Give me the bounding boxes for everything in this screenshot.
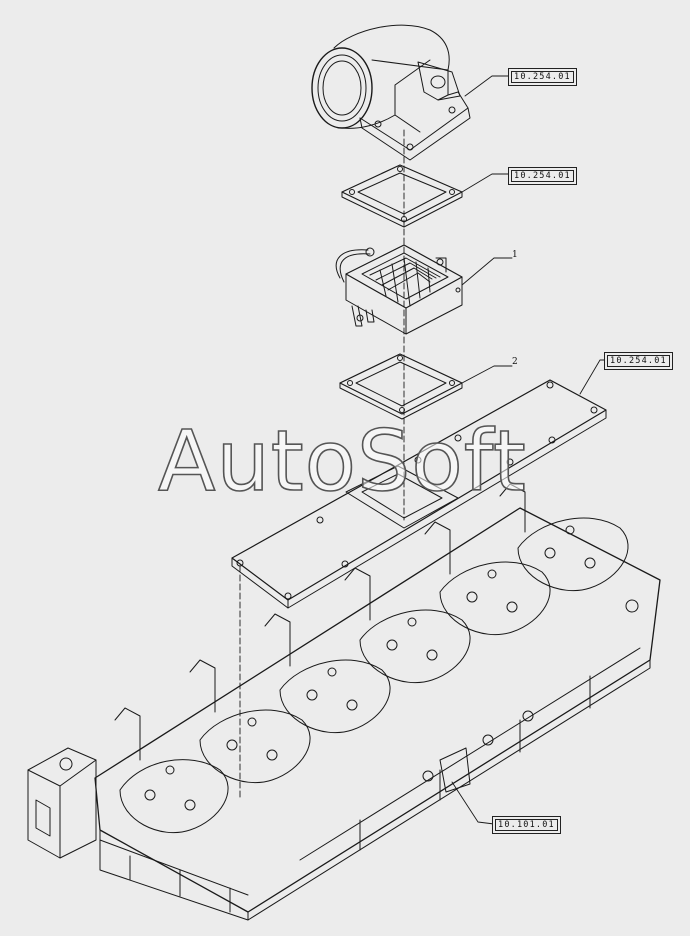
part-number-1[interactable]: 1 bbox=[512, 250, 518, 260]
manifold-cover-plate bbox=[231, 379, 607, 609]
intake-elbow bbox=[311, 24, 471, 161]
cylinder-head bbox=[27, 483, 661, 921]
upper-gasket bbox=[341, 164, 463, 228]
reference-label-upper-gasket[interactable]: 10.254.01 bbox=[508, 167, 577, 185]
reference-label-top[interactable]: 10.254.01 bbox=[508, 68, 577, 86]
reference-label-manifold[interactable]: 10.254.01 bbox=[604, 352, 673, 370]
part-number-2[interactable]: 2 bbox=[512, 357, 518, 367]
watermark: AutoSoft bbox=[157, 412, 527, 510]
lower-gasket bbox=[339, 353, 463, 420]
assembly-centerlines bbox=[239, 129, 405, 801]
grid-heater bbox=[335, 244, 463, 335]
reference-label-cylinder-head[interactable]: 10.101.01 bbox=[492, 816, 561, 834]
